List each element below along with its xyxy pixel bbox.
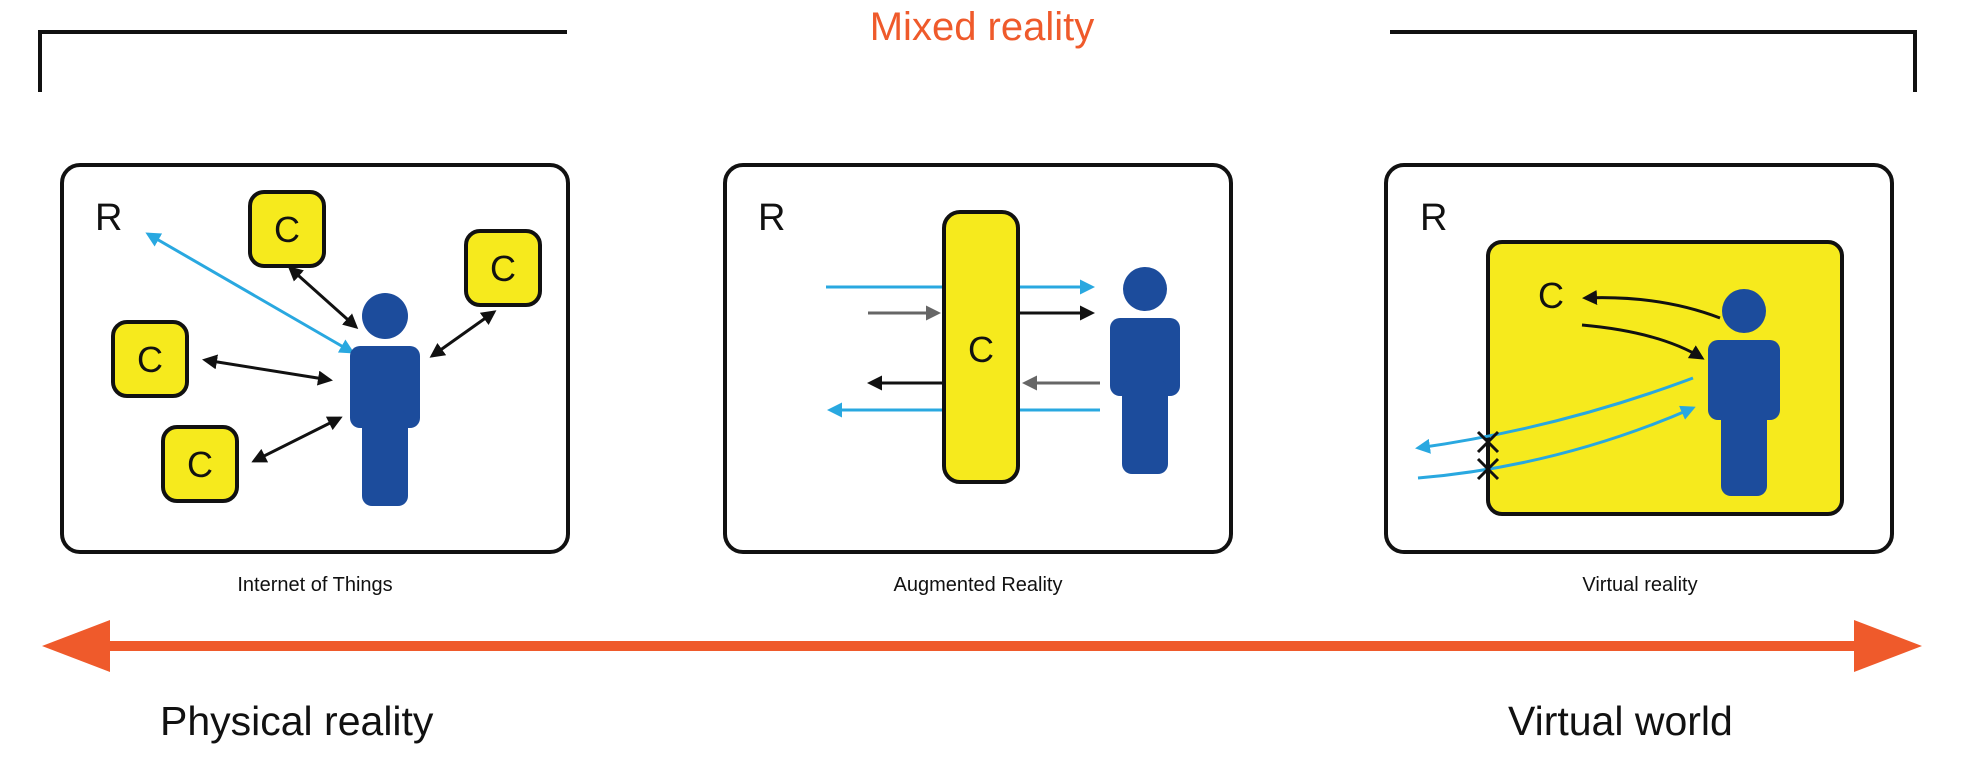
iot-signal-arrow	[145, 232, 355, 354]
iot-link-arrow	[429, 310, 497, 358]
svg-text:C: C	[187, 444, 213, 485]
mixed-reality-bracket-right	[1390, 30, 1917, 92]
person-icon	[350, 293, 420, 506]
computer-icon: C	[111, 320, 189, 398]
computer-icon: C	[161, 425, 239, 503]
axis-arrowhead-right	[1854, 620, 1922, 672]
panel-ar-real-label: R	[758, 197, 785, 239]
mixed-reality-bracket-left	[38, 30, 567, 92]
blocked-x-icon	[1476, 430, 1500, 454]
panel-vr: R C	[1384, 163, 1894, 554]
panel-ar: R C	[723, 163, 1233, 554]
panel-ar-caption: Augmented Reality	[894, 574, 1063, 596]
computer-icon: C	[248, 190, 326, 268]
svg-text:C: C	[137, 339, 163, 380]
panel-iot-caption: Internet of Things	[237, 574, 392, 596]
computer-icon: C	[942, 210, 1020, 484]
svg-text:C: C	[490, 248, 516, 289]
axis-arrowhead-left	[42, 620, 110, 672]
panel-iot: R C C C C	[60, 163, 570, 554]
panel-vr-real-label: R	[1420, 197, 1447, 239]
vr-curved-arrow	[1581, 323, 1705, 360]
person-icon	[1110, 267, 1180, 474]
vr-blocked-signal-arrow	[1417, 405, 1696, 480]
blocked-x-icon	[1476, 457, 1500, 481]
panel-iot-real-label: R	[95, 197, 122, 239]
iot-link-arrow	[287, 266, 359, 329]
vr-computer-label: C	[1538, 275, 1564, 316]
person-icon	[1708, 289, 1780, 496]
iot-link-arrow	[251, 416, 343, 463]
panel-vr-caption: Virtual reality	[1582, 574, 1697, 596]
vr-curved-arrow	[1582, 290, 1721, 320]
vr-blocked-signal-arrow	[1415, 376, 1694, 454]
diagram-title: Mixed reality	[869, 5, 1095, 49]
axis-label-physical: Physical reality	[160, 698, 434, 744]
computer-icon: C	[464, 229, 542, 307]
svg-text:C: C	[274, 209, 300, 250]
continuum-axis	[42, 620, 1922, 672]
svg-text:C: C	[968, 329, 994, 370]
iot-link-arrow	[202, 354, 333, 386]
axis-label-virtual: Virtual world	[1508, 698, 1733, 744]
